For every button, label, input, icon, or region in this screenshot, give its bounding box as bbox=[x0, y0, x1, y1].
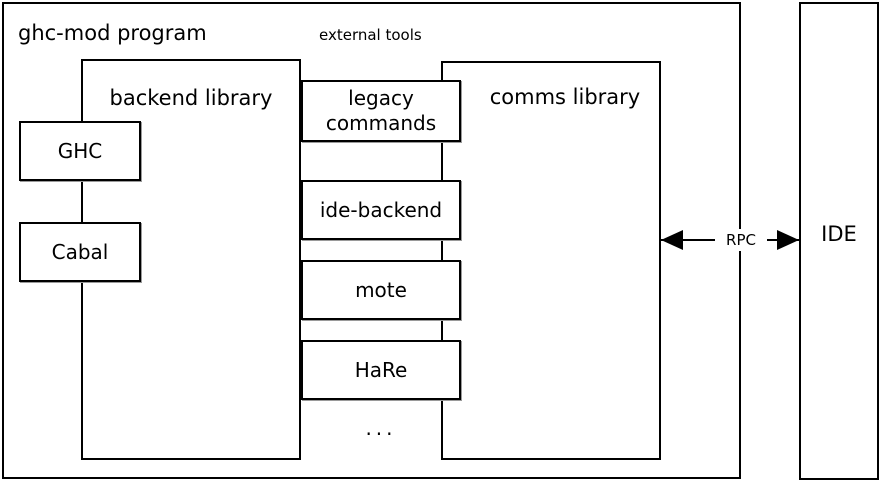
cabal-box: Cabal bbox=[19, 222, 141, 282]
rpc-label: RPC bbox=[715, 229, 767, 251]
cabal-label: Cabal bbox=[51, 239, 109, 264]
ghc-box: GHC bbox=[19, 121, 141, 181]
tool-box-hare: HaRe bbox=[301, 340, 461, 400]
more-tools-ellipsis: ... bbox=[365, 416, 397, 440]
comms-library-box: comms library bbox=[441, 61, 661, 460]
legacy-commands-label: legacy commands bbox=[325, 86, 437, 135]
tool-box-legacy-commands: legacy commands bbox=[301, 80, 461, 142]
rpc-arrow-right-head-icon bbox=[777, 230, 799, 250]
ide-backend-label: ide-backend bbox=[319, 197, 443, 222]
comms-library-label: comms library bbox=[489, 85, 641, 109]
tool-box-mote: mote bbox=[301, 260, 461, 320]
rpc-arrow-left-head-icon bbox=[661, 230, 683, 250]
ghc-label: GHC bbox=[57, 138, 103, 163]
ghc-mod-program-label: ghc-mod program bbox=[18, 21, 207, 45]
mote-label: mote bbox=[355, 277, 407, 302]
ide-label: IDE bbox=[821, 222, 857, 246]
backend-library-label: backend library bbox=[109, 86, 273, 110]
ide-box: IDE bbox=[799, 2, 879, 480]
hare-label: HaRe bbox=[354, 357, 408, 382]
external-tools-label: external tools bbox=[319, 26, 422, 44]
tool-box-ide-backend: ide-backend bbox=[301, 180, 461, 240]
